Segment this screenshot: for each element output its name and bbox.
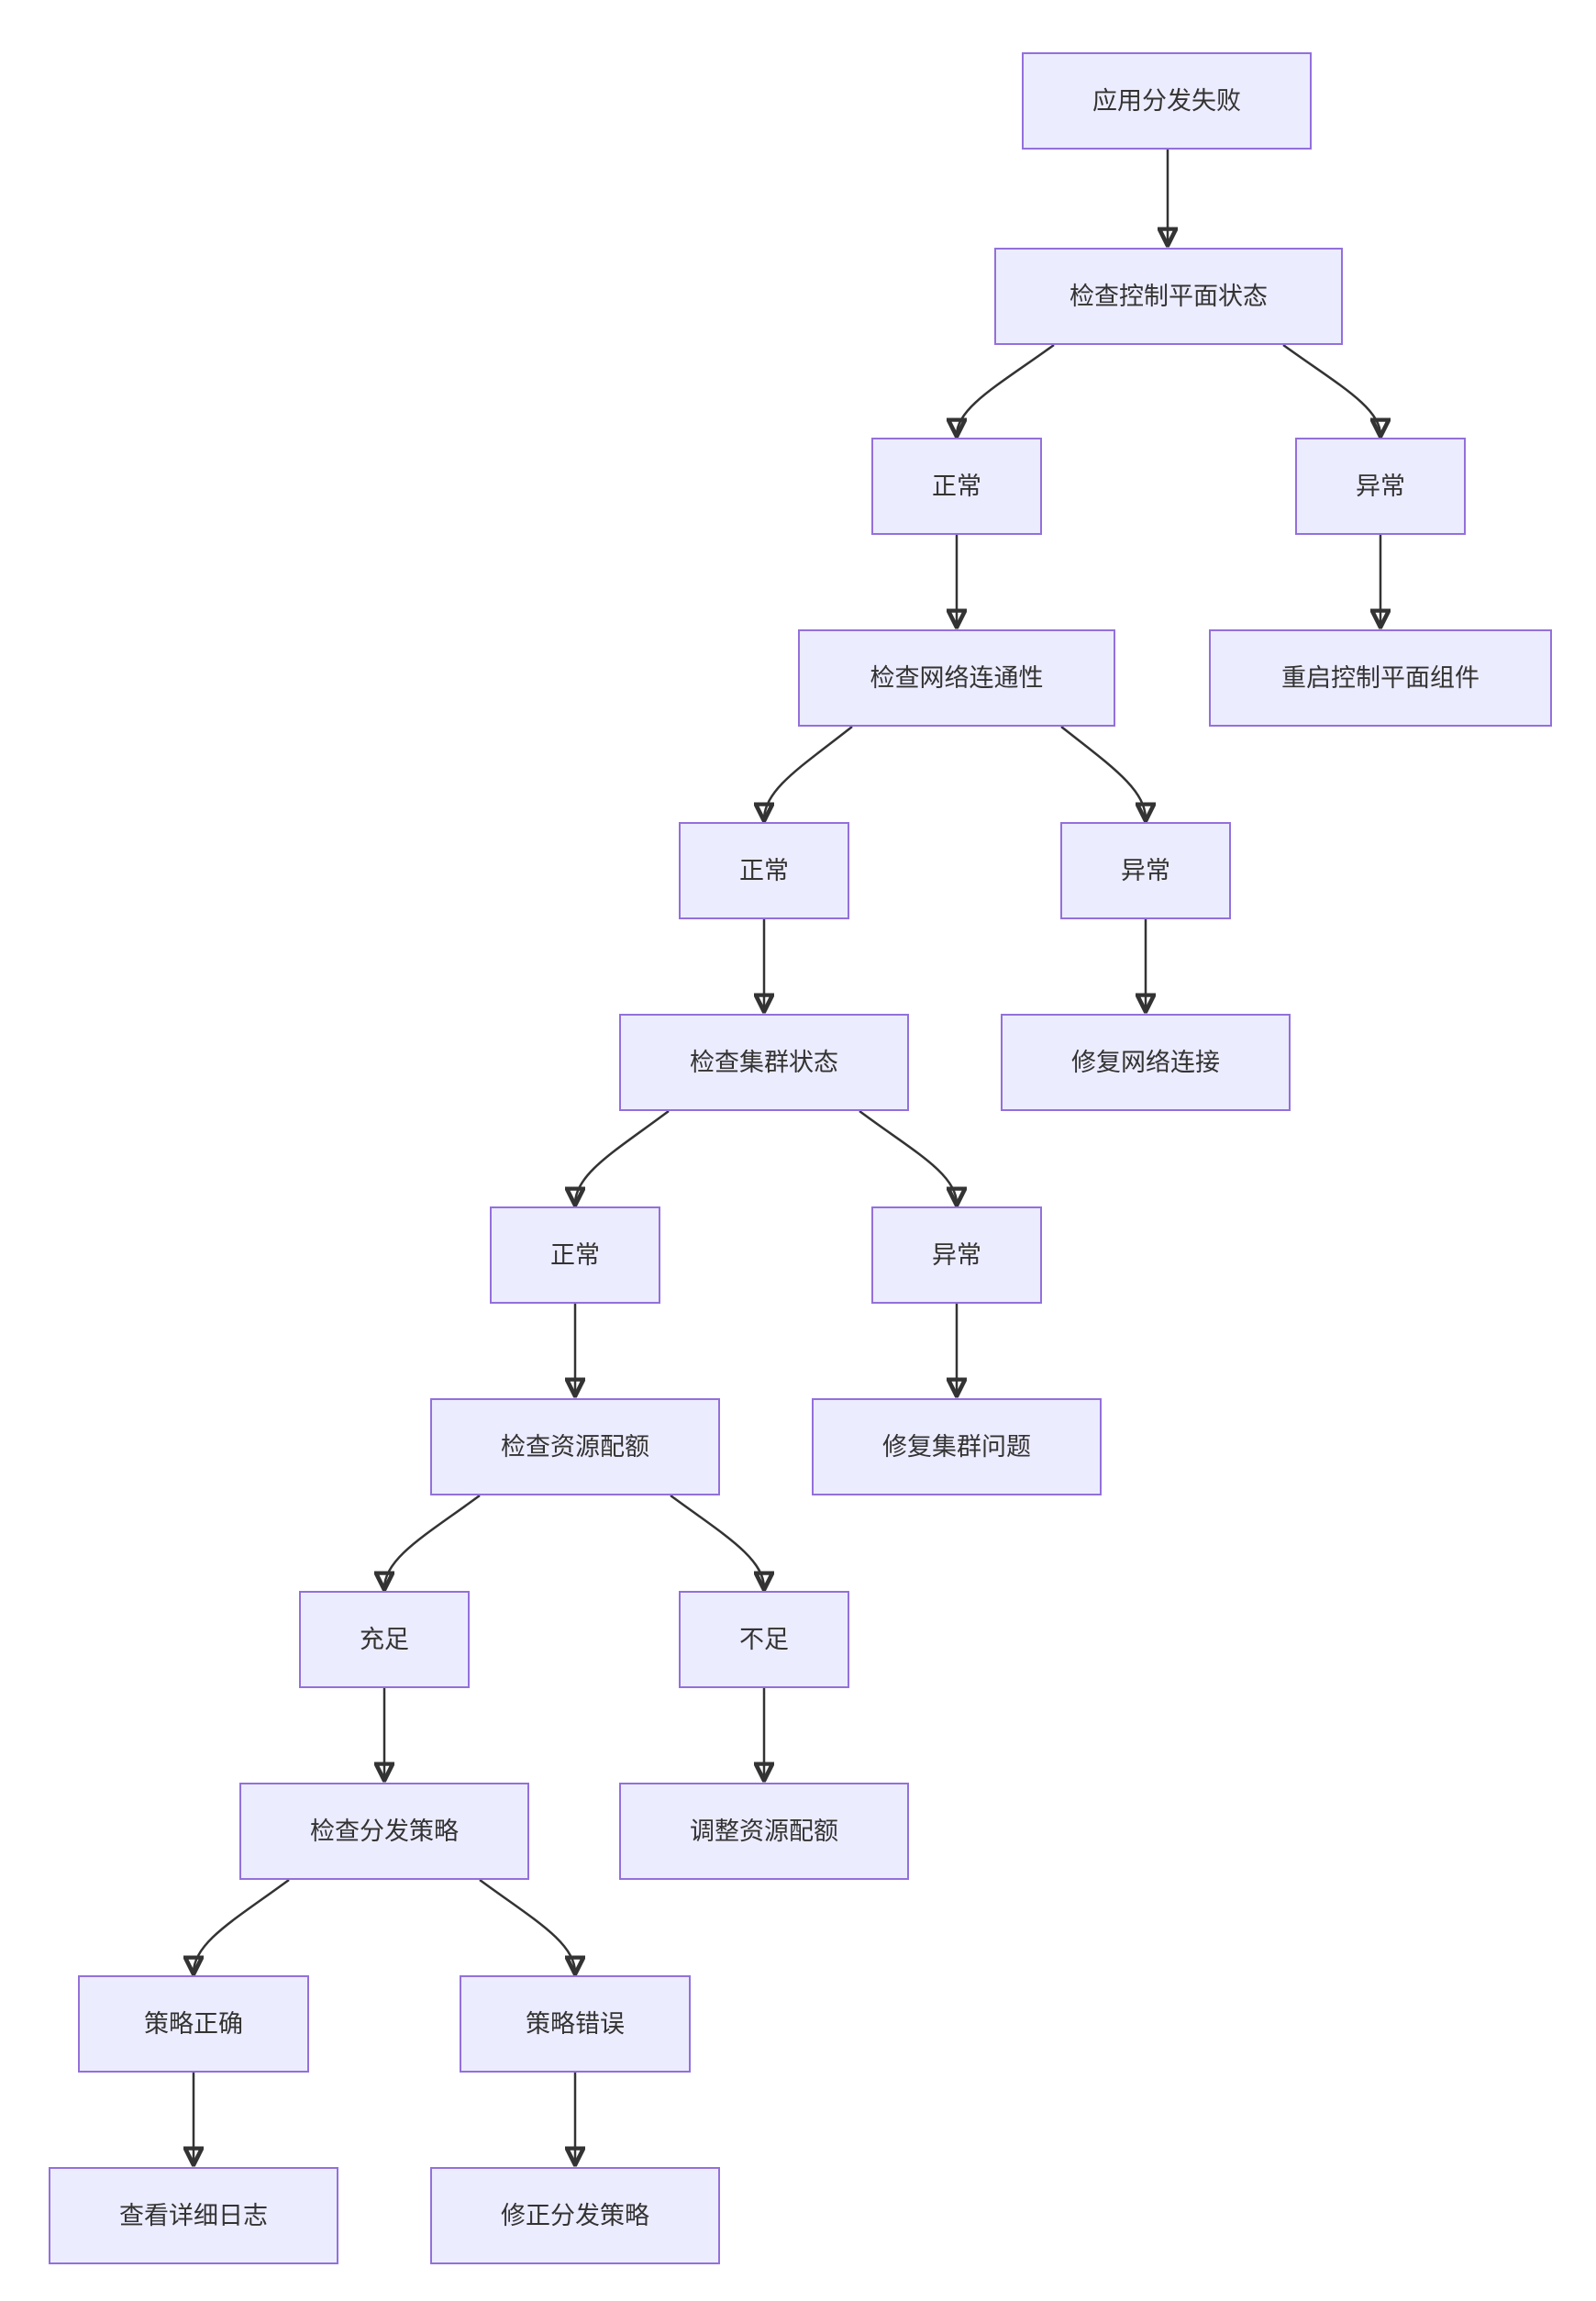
node-restart-control-plane: 重启控制平面组件 xyxy=(1209,629,1552,727)
node-cluster-normal: 正常 xyxy=(490,1206,660,1304)
edge-check-cluster-to-cluster-abnormal xyxy=(859,1109,957,1204)
node-check-control-plane: 检查控制平面状态 xyxy=(994,248,1343,345)
node-cluster-abnormal: 异常 xyxy=(871,1206,1042,1304)
node-policy-wrong: 策略错误 xyxy=(460,1975,691,2073)
edge-check-quota-to-quota-insufficient xyxy=(670,1494,764,1588)
node-label: 修复集群问题 xyxy=(882,1432,1031,1461)
edge-check-policy-to-policy-correct xyxy=(194,1878,290,1973)
node-label: 策略错误 xyxy=(526,2009,625,2038)
node-check-cluster: 检查集群状态 xyxy=(619,1014,909,1111)
node-adjust-quota: 调整资源配额 xyxy=(619,1783,909,1880)
node-label: 不足 xyxy=(739,1625,789,1653)
node-label: 检查资源配额 xyxy=(501,1432,649,1461)
node-label: 正常 xyxy=(550,1240,600,1269)
edge-check-policy-to-policy-wrong xyxy=(479,1878,575,1973)
node-label: 充足 xyxy=(360,1625,409,1653)
node-label: 应用分发失败 xyxy=(1092,86,1241,115)
node-fix-network: 修复网络连接 xyxy=(1001,1014,1291,1111)
node-policy-correct: 策略正确 xyxy=(78,1975,309,2073)
node-label: 检查控制平面状态 xyxy=(1070,282,1268,310)
node-net-normal: 正常 xyxy=(679,822,849,919)
edge-check-network-to-net-normal xyxy=(764,726,853,819)
node-label: 检查集群状态 xyxy=(690,1048,838,1076)
node-check-policy: 检查分发策略 xyxy=(239,1783,529,1880)
node-label: 修正分发策略 xyxy=(501,2201,649,2229)
node-check-network: 检查网络连通性 xyxy=(798,629,1115,727)
node-label: 重启控制平面组件 xyxy=(1281,663,1480,692)
node-label: 检查分发策略 xyxy=(310,1817,459,1845)
node-view-logs: 查看详细日志 xyxy=(49,2167,338,2264)
edge-check-cluster-to-cluster-normal xyxy=(575,1109,670,1204)
node-label: 正常 xyxy=(739,856,789,884)
node-cp-abnormal: 异常 xyxy=(1295,438,1466,535)
node-label: 异常 xyxy=(1121,856,1170,884)
node-label: 查看详细日志 xyxy=(119,2201,268,2229)
node-cp-normal: 正常 xyxy=(871,438,1042,535)
edge-check-control-plane-to-cp-normal xyxy=(957,343,1055,435)
edge-check-control-plane-to-cp-abnormal xyxy=(1282,343,1380,435)
node-label: 异常 xyxy=(932,1240,981,1269)
node-root: 应用分发失败 xyxy=(1022,52,1312,150)
node-net-abnormal: 异常 xyxy=(1060,822,1231,919)
node-quota-insufficient: 不足 xyxy=(679,1591,849,1688)
node-fix-policy: 修正分发策略 xyxy=(430,2167,720,2264)
edge-check-network-to-net-abnormal xyxy=(1060,726,1146,819)
node-label: 调整资源配额 xyxy=(690,1817,838,1845)
node-label: 检查网络连通性 xyxy=(870,663,1044,692)
node-label: 正常 xyxy=(932,472,981,500)
node-quota-sufficient: 充足 xyxy=(299,1591,470,1688)
node-label: 策略正确 xyxy=(144,2009,243,2038)
node-check-quota: 检查资源配额 xyxy=(430,1398,720,1495)
node-fix-cluster: 修复集群问题 xyxy=(812,1398,1102,1495)
node-label: 异常 xyxy=(1356,472,1405,500)
node-label: 修复网络连接 xyxy=(1071,1048,1220,1076)
edge-check-quota-to-quota-sufficient xyxy=(384,1494,481,1588)
